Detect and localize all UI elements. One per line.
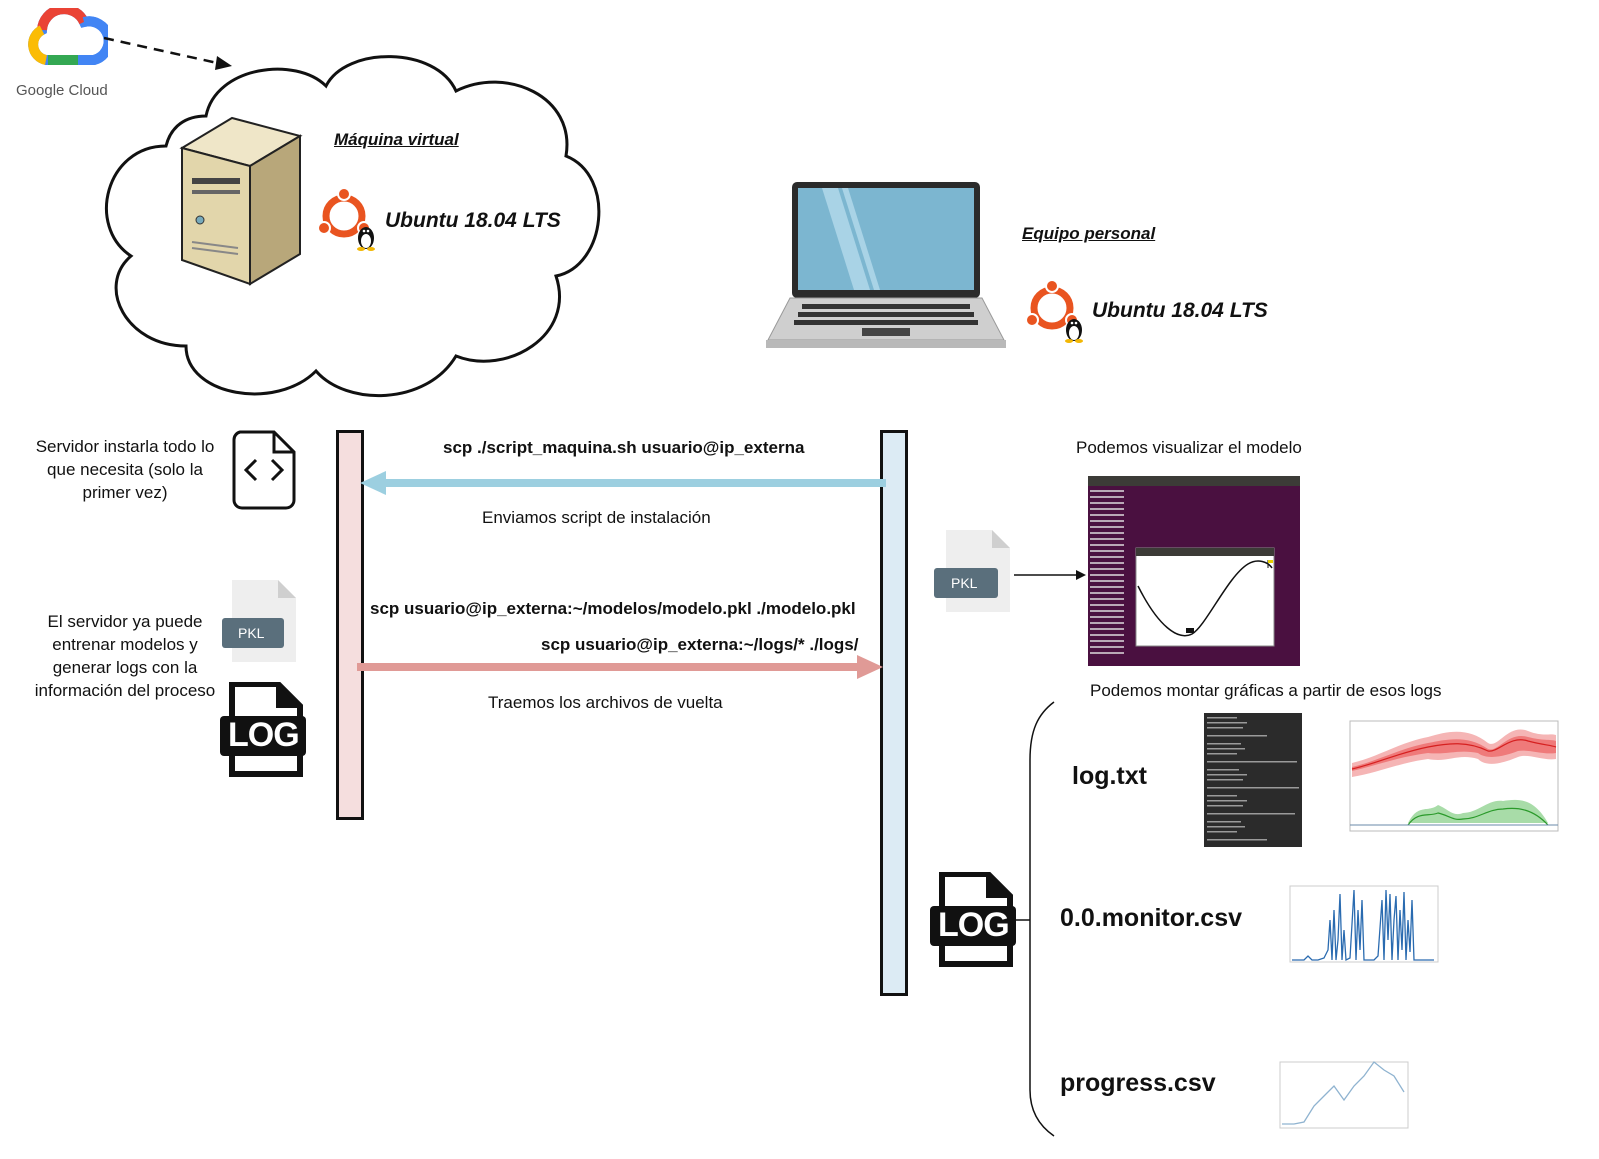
pc-title: Equipo personal: [1022, 224, 1156, 243]
send-command: scp ./script_maquina.sh usuario@ip_exter…: [443, 438, 805, 457]
log-file-icon: LOG: [220, 682, 306, 778]
google-cloud-label: Google Cloud: [16, 82, 108, 99]
ubuntu-icon: [317, 188, 375, 251]
send-arrow: [360, 471, 886, 495]
monitor-chart-thumbnail: [1278, 880, 1442, 968]
pc-os-label: Ubuntu 18.04 LTS: [1092, 299, 1268, 322]
google-cloud-logo: Google Cloud: [14, 8, 124, 103]
send-caption: Enviamos script de instalación: [482, 508, 711, 527]
pkl-label: PKL: [238, 625, 265, 641]
log-label: LOG: [228, 716, 300, 754]
pkl-file-icon: PKL: [222, 578, 298, 664]
ubuntu-icon: [1025, 280, 1083, 343]
vm-title: Máquina virtual: [334, 130, 459, 149]
dashed-arrow: [103, 36, 232, 70]
file-progress-csv: progress.csv: [1060, 1069, 1216, 1097]
laptop-icon: [766, 182, 1006, 348]
progress-chart-thumbnail: [1274, 1056, 1412, 1134]
fetch-command-model: scp usuario@ip_externa:~/modelos/modelo.…: [370, 599, 856, 618]
pkl-label: PKL: [951, 575, 978, 591]
train-note: El servidor ya puede entrenar modelos y …: [34, 612, 216, 700]
file-log-txt: log.txt: [1072, 762, 1147, 790]
pkl-file-icon: PKL: [934, 528, 1010, 614]
tux-icon: [1065, 319, 1083, 343]
log-label: LOG: [938, 906, 1010, 944]
fetch-arrow: [357, 655, 883, 679]
server-lifeline: [336, 430, 364, 820]
fetch-command-logs: scp usuario@ip_externa:~/logs/* ./logs/: [541, 635, 859, 654]
files-bracket: [1016, 701, 1055, 1137]
log-terminal-thumbnail: [1204, 713, 1302, 847]
fetch-caption: Traemos los archivos de vuelta: [488, 693, 723, 712]
tux-icon: [357, 227, 375, 251]
charts-caption: Podemos montar gráficas a partir de esos…: [1090, 681, 1442, 700]
vm-os-label: Ubuntu 18.04 LTS: [385, 209, 561, 232]
file-monitor-csv: 0.0.monitor.csv: [1060, 904, 1243, 932]
model-visualization-screenshot: [1088, 476, 1300, 666]
log-chart-thumbnail: [1338, 713, 1564, 845]
visualize-caption: Podemos visualizar el modelo: [1076, 438, 1302, 457]
google-cloud-icon: [28, 8, 108, 65]
client-lifeline: [880, 430, 908, 996]
log-file-icon: LOG: [930, 872, 1016, 968]
connector-arrow: [1014, 570, 1086, 580]
code-file-icon: [232, 430, 296, 510]
install-note: Servidor instarla todo lo que necesita (…: [35, 437, 215, 502]
server-icon: [179, 116, 303, 286]
